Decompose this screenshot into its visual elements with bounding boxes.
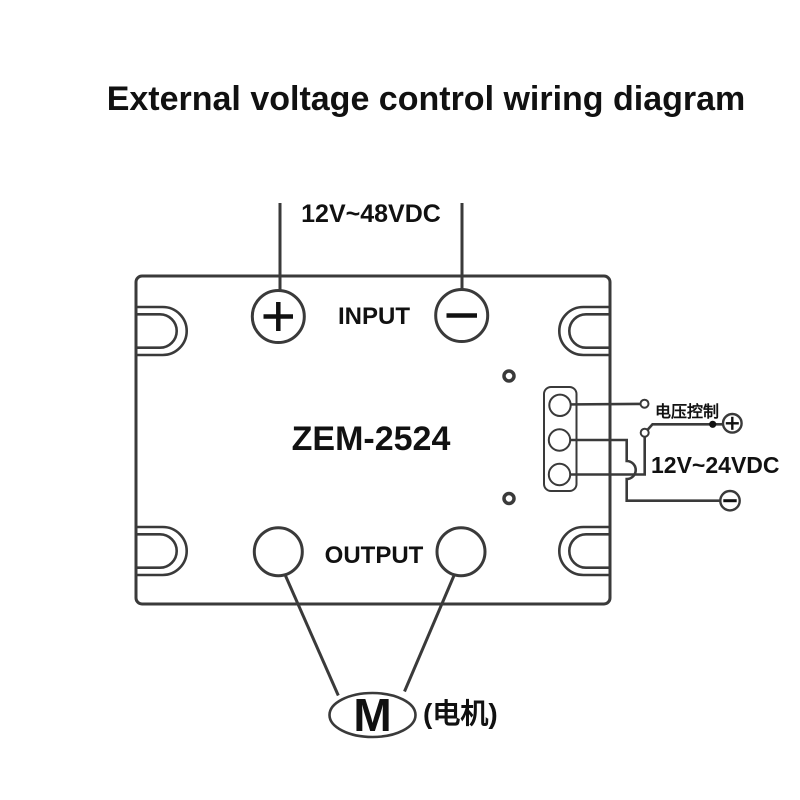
- output-terminals: [252, 526, 487, 578]
- junction-terminal-point: [639, 427, 650, 438]
- supply-plus-wire-a: [560, 437, 646, 476]
- diagram-title: External voltage control wiring diagram: [107, 80, 746, 118]
- mounting-slots: [136, 305, 610, 577]
- input-terminals: [250, 288, 490, 344]
- connector-pins: [547, 393, 572, 487]
- output-right-wire: [403, 571, 457, 693]
- control-voltage-label: 12V~24VDC: [651, 452, 780, 478]
- pcb-hole-top: [502, 369, 516, 383]
- voltage-control-label: 电压控制: [655, 402, 719, 421]
- supply-plus-wire-b: [646, 423, 723, 431]
- slot-top-left-outer: [136, 305, 188, 357]
- pin-control: [548, 393, 572, 417]
- pcb-hole-bottom: [502, 491, 516, 506]
- supply-minus-wire: [560, 438, 721, 502]
- motor-label: (电机): [423, 698, 498, 729]
- signal-wire: [559, 402, 641, 406]
- signal-terminal-point: [639, 398, 650, 409]
- slot-bottom-left-outer: [136, 525, 188, 577]
- control-wires: [559, 402, 723, 502]
- slot-top-right-inner: [568, 313, 610, 349]
- motor-symbol-ellipse: [328, 691, 417, 739]
- slot-bottom-right-inner: [568, 533, 610, 569]
- plus-icon: [725, 416, 739, 430]
- output-left-wire: [282, 572, 340, 697]
- plus-icon: [263, 302, 293, 331]
- slot-top-right-outer: [558, 305, 610, 357]
- slot-bottom-left-inner: [136, 533, 178, 569]
- input-voltage-label: 12V~48VDC: [301, 200, 441, 228]
- pin-minus: [547, 428, 572, 452]
- external-supply-terminals: [719, 412, 743, 512]
- input-wires: [278, 203, 464, 300]
- input-label: INPUT: [338, 303, 410, 330]
- output-left-terminal: [252, 526, 304, 578]
- output-right-terminal: [435, 526, 487, 578]
- pin-plus: [547, 462, 572, 487]
- motor-symbol: M: [353, 689, 391, 741]
- device-model-label: ZEM-2524: [292, 420, 451, 458]
- junction-dot: [709, 420, 717, 428]
- slot-top-left-inner: [136, 313, 178, 349]
- output-wires: [282, 571, 457, 697]
- output-label: OUTPUT: [325, 542, 424, 569]
- slot-bottom-right-outer: [558, 525, 610, 577]
